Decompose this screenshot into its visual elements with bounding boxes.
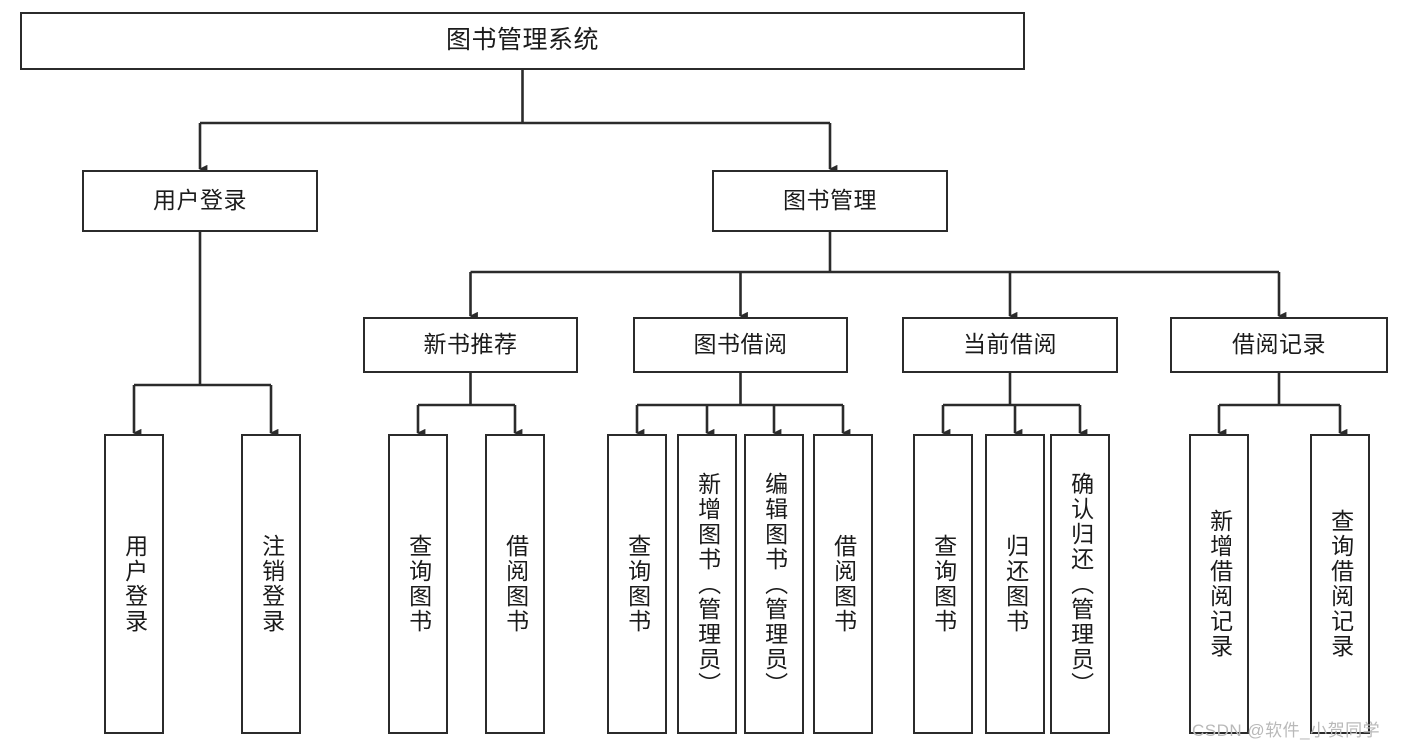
node-leaf-login-1[interactable]: 用户登录 bbox=[104, 434, 164, 734]
node-borrow[interactable]: 图书借阅 bbox=[633, 317, 848, 373]
node-login[interactable]: 用户登录 bbox=[82, 170, 318, 232]
node-leaf-login-2[interactable]: 注销登录 bbox=[241, 434, 301, 734]
node-label-leaf-borrow-1: 查询图书 bbox=[624, 534, 651, 634]
node-label-leaf-login-2: 注销登录 bbox=[258, 534, 285, 634]
node-label-leaf-borrow-4: 借阅图书 bbox=[830, 534, 857, 634]
node-leaf-records-2[interactable]: 查询借阅记录 bbox=[1310, 434, 1370, 734]
node-leaf-borrow-4[interactable]: 借阅图书 bbox=[813, 434, 873, 734]
node-label-leaf-borrow-3: 编辑图书（管理员） bbox=[761, 471, 788, 697]
node-newbook[interactable]: 新书推荐 bbox=[363, 317, 578, 373]
node-label-newbook: 新书推荐 bbox=[423, 331, 518, 358]
node-label-bookmgmt: 图书管理 bbox=[783, 187, 877, 214]
node-label-leaf-records-2: 查询借阅记录 bbox=[1327, 509, 1354, 659]
connector-group bbox=[132, 70, 1348, 438]
node-label-root: 图书管理系统 bbox=[445, 26, 599, 55]
node-leaf-newbook-1[interactable]: 查询图书 bbox=[388, 434, 448, 734]
node-leaf-current-2[interactable]: 归还图书 bbox=[985, 434, 1045, 734]
node-label-leaf-login-1: 用户登录 bbox=[121, 534, 148, 634]
node-leaf-borrow-1[interactable]: 查询图书 bbox=[607, 434, 667, 734]
node-leaf-newbook-2[interactable]: 借阅图书 bbox=[485, 434, 545, 734]
node-label-leaf-newbook-1: 查询图书 bbox=[405, 534, 432, 634]
node-bookmgmt[interactable]: 图书管理 bbox=[712, 170, 948, 232]
node-label-borrow: 图书借阅 bbox=[693, 331, 788, 358]
node-leaf-current-1[interactable]: 查询图书 bbox=[913, 434, 973, 734]
node-leaf-records-1[interactable]: 新增借阅记录 bbox=[1189, 434, 1249, 734]
node-label-current: 当前借阅 bbox=[963, 331, 1057, 358]
node-leaf-current-3[interactable]: 确认归还（管理员） bbox=[1050, 434, 1110, 734]
node-current[interactable]: 当前借阅 bbox=[902, 317, 1118, 373]
node-records[interactable]: 借阅记录 bbox=[1170, 317, 1388, 373]
node-label-leaf-current-2: 归还图书 bbox=[1002, 534, 1029, 634]
node-label-leaf-current-1: 查询图书 bbox=[930, 534, 957, 634]
node-leaf-borrow-3[interactable]: 编辑图书（管理员） bbox=[744, 434, 804, 734]
node-label-leaf-records-1: 新增借阅记录 bbox=[1206, 509, 1233, 659]
node-label-leaf-newbook-2: 借阅图书 bbox=[502, 534, 529, 634]
node-leaf-borrow-2[interactable]: 新增图书（管理员） bbox=[677, 434, 737, 734]
node-root[interactable]: 图书管理系统 bbox=[20, 12, 1025, 70]
node-label-leaf-current-3: 确认归还（管理员） bbox=[1067, 471, 1094, 697]
node-label-leaf-borrow-2: 新增图书（管理员） bbox=[694, 471, 721, 697]
node-label-records: 借阅记录 bbox=[1232, 331, 1326, 358]
node-label-login: 用户登录 bbox=[153, 187, 247, 214]
watermark-label: CSDN @软件_小贺同学 bbox=[1192, 721, 1381, 740]
